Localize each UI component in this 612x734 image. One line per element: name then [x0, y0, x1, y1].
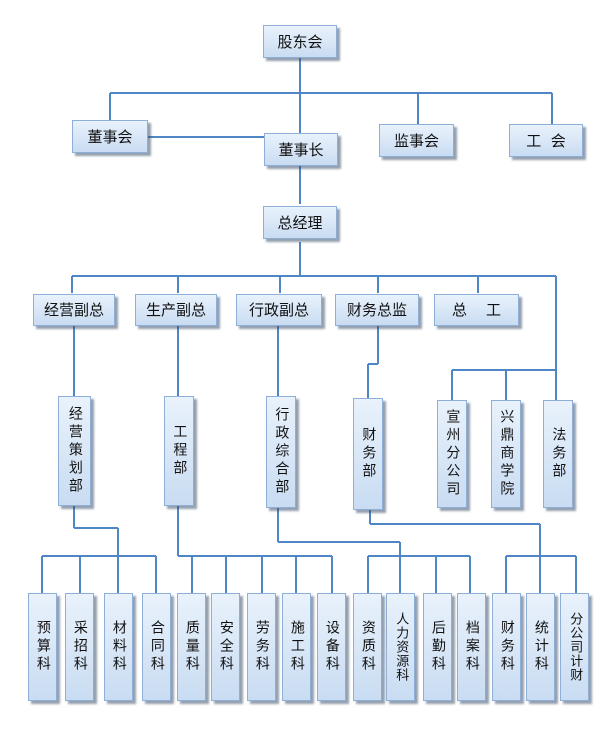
business-deputy-label: 经营副总 [43, 301, 104, 319]
admin-general-dept-box: 行政综合部 [266, 396, 296, 508]
admin-general-dept-label: 行政综合部 [273, 407, 290, 497]
legal-dept-box: 法务部 [543, 400, 573, 508]
chairman-box: 董事长 [264, 133, 338, 166]
statistics-section-box: 统计科 [526, 593, 555, 701]
branch-accounting-section-box: 分公司计财 [560, 593, 589, 701]
shareholders-meeting-label: 股东会 [277, 32, 323, 51]
general-manager-box: 总经理 [263, 206, 337, 239]
labor-union-label: 工 会 [526, 131, 566, 150]
xuanzhou-branch-label: 宣州分公司 [444, 409, 461, 499]
archives-section-label: 档案科 [463, 620, 480, 674]
chairman-label: 董事长 [278, 140, 324, 159]
shareholders-meeting-box: 股东会 [263, 25, 337, 58]
xingding-academy-box: 兴鼎商学院 [491, 400, 521, 508]
supervisory-board-box: 监事会 [379, 124, 454, 157]
engineering-dept-box: 工程部 [164, 396, 194, 506]
quality-section-box: 质量科 [177, 593, 206, 701]
procurement-section-box: 采招科 [65, 593, 94, 701]
hr-section-label: 人力资源科 [393, 612, 409, 682]
materials-section-label: 材料科 [110, 620, 127, 674]
engineering-dept-label: 工程部 [171, 424, 188, 478]
logistics-section-label: 后勤科 [429, 620, 446, 674]
production-deputy-label: 生产副总 [145, 301, 206, 319]
production-deputy-box: 生产副总 [135, 294, 217, 326]
contract-section-label: 合同科 [148, 620, 165, 674]
materials-section-box: 材料科 [104, 593, 133, 701]
business-planning-dept-label: 经营策划部 [66, 406, 83, 496]
chief-engineer-box: 总 工 [434, 294, 519, 326]
procurement-section-label: 采招科 [71, 620, 88, 674]
qualification-section-box: 资质科 [353, 593, 382, 701]
safety-section-box: 安全科 [211, 593, 240, 701]
quality-section-label: 质量科 [183, 620, 200, 674]
xuanzhou-branch-box: 宣州分公司 [437, 400, 467, 508]
construction-section-label: 施工科 [288, 620, 305, 674]
equipment-section-box: 设备科 [317, 593, 346, 701]
finance-section-label: 财务科 [498, 620, 515, 674]
safety-section-label: 安全科 [217, 620, 234, 674]
labor-union-box: 工 会 [509, 124, 583, 157]
finance-director-box: 财务总监 [335, 294, 419, 326]
legal-dept-label: 法务部 [550, 427, 567, 481]
labor-section-box: 劳务科 [247, 593, 276, 701]
logistics-section-box: 后勤科 [423, 593, 452, 701]
chief-engineer-label: 总 工 [451, 301, 502, 319]
board-of-directors-box: 董事会 [72, 120, 148, 153]
branch-accounting-section-label: 分公司计财 [567, 612, 583, 682]
budget-section-label: 预算科 [34, 620, 51, 674]
hr-section-box: 人力资源科 [386, 593, 415, 701]
contract-section-box: 合同科 [142, 593, 171, 701]
statistics-section-label: 统计科 [532, 620, 549, 674]
business-planning-dept-box: 经营策划部 [58, 396, 91, 506]
finance-director-label: 财务总监 [346, 301, 407, 319]
budget-section-box: 预算科 [28, 593, 57, 701]
general-manager-label: 总经理 [277, 213, 323, 232]
qualification-section-label: 资质科 [359, 620, 376, 674]
xingding-academy-label: 兴鼎商学院 [498, 409, 515, 499]
supervisory-board-label: 监事会 [393, 131, 439, 150]
admin-deputy-label: 行政副总 [248, 301, 309, 319]
admin-deputy-box: 行政副总 [236, 294, 322, 326]
board-of-directors-label: 董事会 [87, 127, 133, 146]
equipment-section-label: 设备科 [323, 620, 340, 674]
finance-section-box: 财务科 [492, 593, 521, 701]
finance-dept-label: 财务部 [360, 427, 377, 481]
construction-section-box: 施工科 [282, 593, 311, 701]
archives-section-box: 档案科 [457, 593, 486, 701]
labor-section-label: 劳务科 [253, 620, 270, 674]
business-deputy-box: 经营副总 [33, 294, 115, 326]
finance-dept-box: 财务部 [353, 398, 383, 510]
